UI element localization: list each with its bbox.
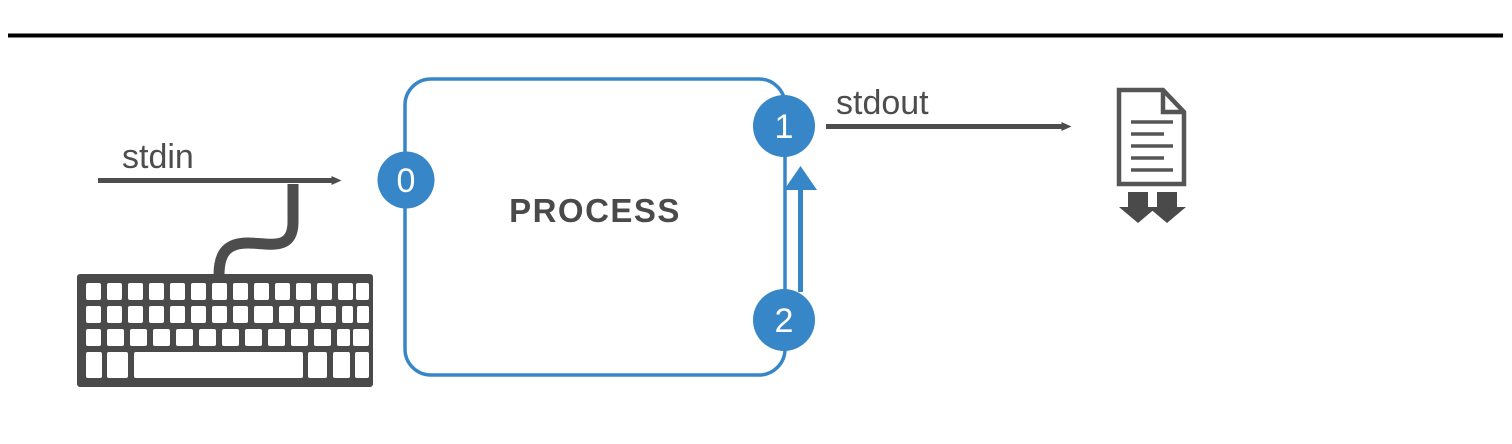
document-icon: [1116, 87, 1187, 187]
stdin-fd-number: 0: [397, 162, 416, 200]
stdin-label: stdin: [122, 138, 194, 176]
stdout-fd-number: 1: [775, 108, 794, 146]
stdin-fd-node[interactable]: 0: [377, 151, 435, 209]
process-label: PROCESS: [509, 192, 681, 229]
keyboard-icon: [77, 274, 373, 387]
keyboard-cable: [213, 184, 299, 276]
stderr-arrow: [784, 166, 817, 292]
process-box: [403, 77, 787, 377]
stderr-fd-node[interactable]: 2: [753, 289, 815, 351]
stdout-fd-node[interactable]: 1: [753, 95, 815, 157]
document-output-arrows: [1119, 192, 1186, 223]
stderr-fd-number: 2: [775, 302, 794, 340]
stdout-label: stdout: [836, 84, 929, 122]
